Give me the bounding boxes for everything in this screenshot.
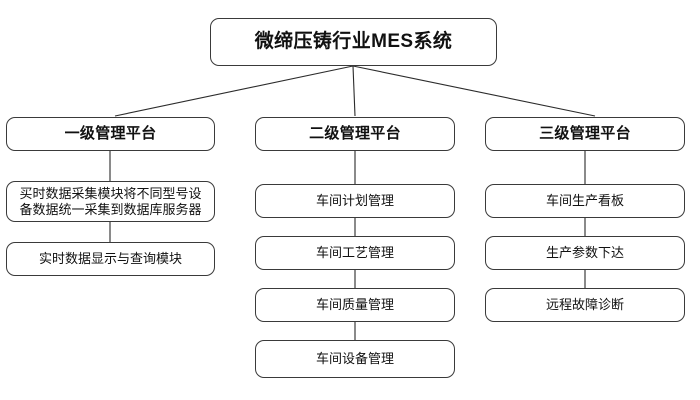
node-col3-item-2-label: 生产参数下达 [545, 245, 624, 261]
node-system-title-label: 微缔压铸行业MES系统 [254, 31, 453, 53]
node-col2-item-4[interactable]: 车间设备管理 [255, 340, 455, 378]
node-col3-item-3[interactable]: 远程故障诊断 [485, 288, 685, 322]
connector-title-to-level3 [352, 65, 596, 117]
node-platform-level1-label: 一级管理平台 [64, 124, 157, 142]
node-system-title[interactable]: 微缔压铸行业MES系统 [210, 18, 497, 66]
node-platform-level2[interactable]: 二级管理平台 [255, 117, 455, 151]
node-col2-item-3[interactable]: 车间质量管理 [255, 288, 455, 322]
node-col3-item-1-label: 车间生产看板 [545, 193, 624, 209]
node-col2-item-1[interactable]: 车间计划管理 [255, 184, 455, 218]
node-col2-item-2-label: 车间工艺管理 [315, 245, 394, 261]
node-platform-level3-label: 三级管理平台 [539, 124, 631, 142]
node-col3-item-1[interactable]: 车间生产看板 [485, 184, 685, 218]
connector-title-to-level2 [352, 65, 356, 117]
node-col1-item-2[interactable]: 实时数据显示与查询模块 [6, 242, 215, 276]
node-platform-level1[interactable]: 一级管理平台 [6, 117, 215, 151]
node-col3-item-3-label: 远程故障诊断 [545, 297, 624, 313]
node-col2-item-3-label: 车间质量管理 [315, 297, 394, 313]
node-col1-item-2-label: 实时数据显示与查询模块 [38, 251, 182, 267]
node-col2-item-2[interactable]: 车间工艺管理 [255, 236, 455, 270]
node-col3-item-2[interactable]: 生产参数下达 [485, 236, 685, 270]
node-col2-item-1-label: 车间计划管理 [315, 193, 394, 209]
connector-title-to-level1 [114, 65, 354, 117]
node-col2-item-4-label: 车间设备管理 [315, 351, 394, 367]
node-col1-item-1-label: 买时数据采集模块将不同型号设 备数据统一采集到数据库服务器 [19, 185, 202, 217]
node-col1-item-1[interactable]: 买时数据采集模块将不同型号设 备数据统一采集到数据库服务器 [6, 181, 215, 222]
node-platform-level2-label: 二级管理平台 [309, 124, 401, 142]
node-platform-level3[interactable]: 三级管理平台 [485, 117, 685, 151]
